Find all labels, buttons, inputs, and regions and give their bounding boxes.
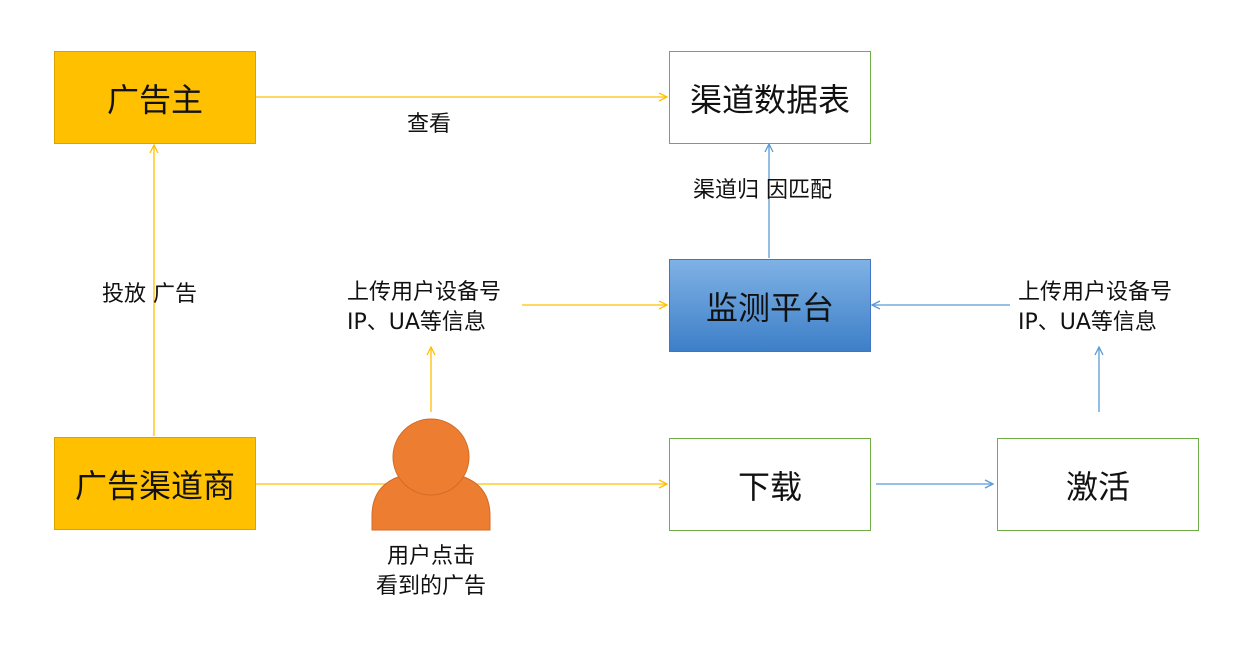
upload-left-line2: IP、UA等信息 — [347, 310, 486, 335]
node-monitor-platform: 监测平台 — [669, 259, 871, 352]
upload-right-line1: 上传用户设备号 — [1018, 280, 1173, 305]
node-advertiser: 广告主 — [54, 51, 256, 144]
person-icon — [371, 418, 491, 531]
node-advertiser-label: 广告主 — [106, 80, 203, 119]
node-channel-table-label: 渠道数据表 — [689, 80, 850, 119]
label-user-click: 用户点击 看到的广告 — [361, 542, 501, 602]
user-click-line2: 看到的广告 — [375, 574, 486, 599]
node-monitor-platform-label: 监测平台 — [705, 288, 834, 327]
node-download: 下载 — [669, 438, 871, 531]
edge-label-upload-left: 上传用户设备号 IP、UA等信息 — [347, 278, 501, 338]
upload-left-line1: 上传用户设备号 — [347, 280, 502, 305]
node-activate: 激活 — [997, 438, 1199, 531]
upload-right-line2: IP、UA等信息 — [1018, 310, 1157, 335]
edge-label-place-ads: 投放 广告 — [102, 282, 197, 307]
node-ad-channel-label: 广告渠道商 — [74, 466, 235, 505]
edge-label-attribution: 渠道归 因匹配 — [693, 178, 832, 203]
node-activate-label: 激活 — [1065, 467, 1130, 506]
node-ad-channel: 广告渠道商 — [54, 437, 256, 530]
edge-label-upload-right: 上传用户设备号 IP、UA等信息 — [1018, 278, 1172, 338]
user-click-line1: 用户点击 — [386, 544, 475, 569]
edge-label-view: 查看 — [407, 112, 452, 137]
node-channel-table: 渠道数据表 — [669, 51, 871, 144]
node-download-label: 下载 — [737, 467, 802, 506]
